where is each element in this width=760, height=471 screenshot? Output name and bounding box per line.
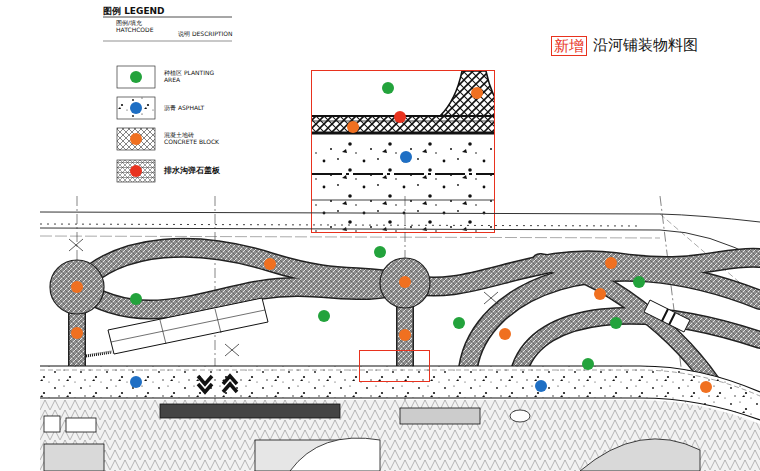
plan-shape (117, 128, 155, 150)
legend-header: 图例/填充 HATCHCODE (116, 20, 158, 34)
plan-shape (290, 438, 380, 471)
plan-shape (40, 370, 760, 396)
plan-shape (44, 444, 104, 471)
plan-shape (484, 292, 498, 304)
plan-shape (380, 258, 430, 308)
plan-shape (77, 248, 405, 287)
legend-text: 混凝土地砖 CONCRETE BLOCK (164, 132, 226, 146)
plan-shape (264, 258, 276, 270)
plan-shape (130, 293, 142, 305)
plan-shape (40, 236, 660, 238)
plan-shape (347, 121, 359, 133)
legend-text: 排水沟弹石盖板 (164, 166, 254, 175)
plan-shape (130, 376, 142, 388)
plan-shape (312, 132, 494, 135)
legend-text: 种植区 PLANTING AREA (164, 70, 226, 84)
plan-shape (440, 71, 494, 116)
plan-shape (69, 239, 83, 251)
legend-swatch (130, 165, 142, 177)
plan-shape (160, 320, 166, 344)
plan-shape (44, 404, 700, 471)
plan-shape (77, 248, 405, 287)
legend-frame (103, 17, 232, 182)
plan-shape (644, 300, 690, 332)
plan-shape (312, 71, 494, 232)
plan-shape (117, 160, 155, 182)
plan-shape (535, 380, 547, 392)
plan-shape (312, 71, 495, 233)
plan-shape (400, 151, 412, 163)
plan-shape (312, 200, 494, 201)
plan-shape (198, 376, 237, 392)
detail-inset (312, 71, 509, 233)
plan-shape (160, 404, 340, 418)
site-plan (40, 196, 760, 471)
plan-shape (594, 288, 606, 300)
plan-shape (40, 400, 760, 471)
plan-shape (50, 260, 104, 314)
plan-shape (520, 316, 760, 368)
legend-swatch (130, 102, 142, 114)
plan-shape (225, 344, 239, 356)
plan-shape (71, 327, 83, 339)
plan-shape (117, 97, 155, 119)
plan-shape (399, 276, 411, 288)
plan-shape (40, 212, 760, 222)
material-dots (71, 246, 712, 393)
plan-shape (198, 376, 212, 392)
plan-shape (40, 224, 640, 226)
plan-shape (103, 41, 232, 42)
new-tag: 新增 (551, 36, 587, 56)
plan-shape (399, 329, 411, 341)
legend-header: 说明 DESCRIPTION (178, 31, 238, 38)
legend-swatch (130, 71, 142, 83)
plan-shape (312, 173, 494, 175)
plan-shape (86, 352, 112, 356)
plan-shape (700, 381, 712, 393)
plan-shape (633, 276, 645, 288)
plan-shape (520, 316, 760, 368)
plan-shape (510, 410, 530, 422)
plan-shape (580, 439, 700, 471)
legend-header: 图例 LEGEND (103, 6, 223, 16)
plan-shape (223, 376, 237, 392)
plan-shape (382, 82, 394, 94)
plan-shape (662, 309, 675, 325)
plan-shape (400, 408, 480, 424)
legend-text: 沥青 ASPHALT (164, 105, 226, 112)
plan-shape (360, 351, 430, 382)
plan-shape (108, 298, 268, 354)
title-row: 新增沿河铺装物料图 (551, 36, 698, 56)
plan-shape (318, 310, 330, 322)
plan-shape (499, 328, 511, 340)
plan-shape (69, 239, 498, 356)
plan-shape (471, 87, 483, 99)
plan-shape (44, 416, 60, 432)
plan-shape (582, 358, 594, 370)
plan-shape (374, 246, 386, 258)
plan-shape (312, 137, 494, 232)
plan-shape (215, 309, 221, 333)
plan-shape (394, 111, 406, 123)
plan-shape (117, 66, 155, 88)
plan-shape (605, 257, 617, 269)
drawing-title: 沿河铺装物料图 (593, 37, 698, 54)
plan-shape (66, 418, 96, 432)
plan-shape (111, 310, 265, 342)
legend-swatch (130, 133, 142, 145)
plan-shape (453, 317, 465, 329)
plan-shape (103, 17, 232, 18)
plan-shape (610, 317, 622, 329)
plan-shape (71, 281, 83, 293)
